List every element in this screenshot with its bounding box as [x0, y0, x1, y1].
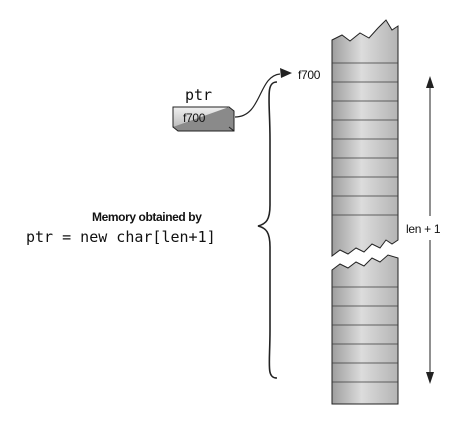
memory-cells-lower — [332, 286, 398, 383]
pointer-box — [172, 106, 235, 132]
size-label: len + 1 — [406, 222, 441, 236]
memory-block-lower — [331, 254, 399, 405]
memory-block-upper — [331, 19, 399, 257]
memory-cells-upper — [332, 62, 398, 216]
memory-code-expression: ptr = new char[len+1] — [26, 228, 216, 246]
curly-brace — [257, 81, 278, 379]
pointer-arrow — [234, 68, 292, 118]
pointer-name-label: ptr — [185, 86, 213, 104]
start-address-label: f700 — [298, 68, 321, 82]
pointer-value-label: f700 — [183, 111, 206, 125]
size-dimension-arrow — [402, 76, 458, 384]
memory-caption: Memory obtained by — [92, 210, 202, 224]
